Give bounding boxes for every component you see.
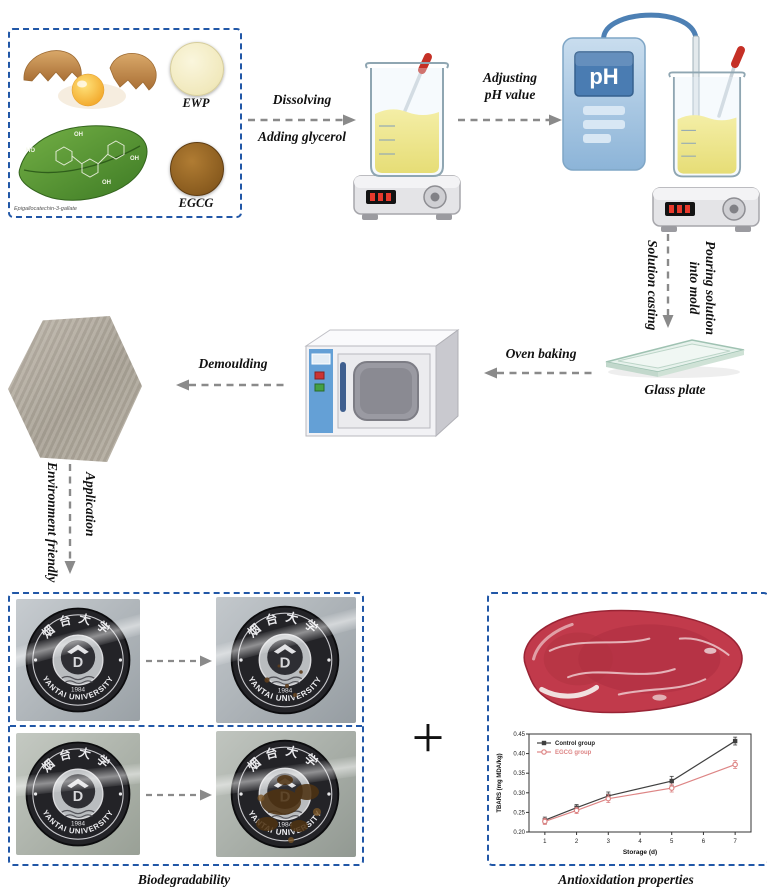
molecule-label: OH <box>74 132 83 138</box>
molecule-label: HO <box>26 148 35 154</box>
egcg-label: EGCG <box>178 196 214 210</box>
egcg-leaf-image: HO OH OH OH Epigallocatechin-3-gallate <box>14 125 148 212</box>
ph-display: pH <box>589 64 618 89</box>
ph-cable <box>601 12 699 45</box>
beaker-icon <box>365 62 449 177</box>
biodegradation-photo-degraded-a <box>216 597 356 723</box>
solution-casting-label: Solution casting <box>645 240 660 331</box>
oven-icon <box>304 329 460 438</box>
oven-baking-arrow <box>484 367 592 379</box>
svg-text:TBARS (mg MDA/kg): TBARS (mg MDA/kg) <box>497 753 503 812</box>
application-label: Application <box>83 472 98 537</box>
antioxidation-label: Antioxidation properties <box>558 872 694 887</box>
svg-text:7: 7 <box>733 839 737 845</box>
ewp-sample-swatch <box>170 42 224 96</box>
plus-sign: + <box>411 705 445 770</box>
beaker-stirrer-image <box>353 53 461 221</box>
svg-text:0.30: 0.30 <box>513 791 525 797</box>
egcg-molecule-structure <box>55 140 125 178</box>
svg-text:6: 6 <box>702 839 706 845</box>
degradation-spots <box>264 664 303 698</box>
biodegradation-arrow-2 <box>146 789 212 801</box>
egcg-sample-swatch <box>170 142 224 196</box>
svg-text:EGCG group: EGCG group <box>555 750 592 756</box>
svg-text:0.35: 0.35 <box>513 771 525 777</box>
egg-ingredients-image <box>23 50 157 109</box>
svg-text:0.45: 0.45 <box>513 732 525 738</box>
biodegradation-photo-degraded-b <box>216 731 356 857</box>
demoulding-arrow <box>176 379 286 391</box>
svg-text:0.20: 0.20 <box>513 830 525 836</box>
svg-text:Control group: Control group <box>555 741 595 747</box>
biodegradability-divider <box>10 725 362 727</box>
svg-text:5: 5 <box>670 839 674 845</box>
svg-text:2: 2 <box>575 839 579 845</box>
magnetic-stirrer-icon <box>652 187 760 233</box>
beaker-icon <box>668 71 746 178</box>
film-sample-icon <box>8 316 142 462</box>
adjusting-ph-arrow <box>458 114 562 126</box>
biodegradation-arrow-1 <box>146 655 212 667</box>
magnetic-stirrer-icon <box>353 175 461 221</box>
ewp-label: EWP <box>182 96 210 110</box>
ph-station-image: pH <box>562 12 760 233</box>
molecule-label: OH <box>102 180 111 186</box>
dissolving-label: Dissolving <box>272 92 332 107</box>
ingredients-box: EWP HO OH OH OH Epigallocatechin-3-galla… <box>8 28 242 218</box>
glass-plate-label: Glass plate <box>644 382 706 397</box>
degradation-patches <box>256 775 321 843</box>
glass-plate-icon <box>605 339 745 378</box>
svg-text:0.40: 0.40 <box>513 752 525 758</box>
ph-meter-icon: pH <box>562 37 646 171</box>
molecule-caption: Epigallocatechin-3-gallate <box>14 206 77 212</box>
svg-text:4: 4 <box>638 839 642 845</box>
pouring-solution-label: Pouring solution into mold <box>687 240 718 336</box>
adjusting-ph-label-line2: pH value <box>484 87 536 102</box>
molecule-label: OH <box>130 156 139 162</box>
biodegradability-label: Biodegradability <box>137 872 231 887</box>
adjusting-ph-label-line1: Adjusting <box>482 70 538 85</box>
oven-baking-label: Oven baking <box>505 346 577 361</box>
biodegradability-box <box>8 592 364 866</box>
demoulding-label: Demoulding <box>198 356 268 371</box>
environment-friendly-label: Environment friendly <box>45 462 60 583</box>
svg-text:3: 3 <box>607 839 611 845</box>
application-arrow <box>64 464 76 574</box>
biodegradation-photo-day0-a <box>16 599 140 721</box>
svg-text:1: 1 <box>543 839 547 845</box>
meat-image <box>523 609 743 714</box>
solution-casting-arrow <box>662 234 674 328</box>
dissolving-arrow <box>248 114 356 126</box>
biodegradation-photo-day0-b <box>16 733 140 855</box>
svg-text:Storage (d): Storage (d) <box>623 849 657 856</box>
svg-text:0.25: 0.25 <box>513 810 525 816</box>
adding-glycerol-label: Adding glycerol <box>257 129 347 144</box>
